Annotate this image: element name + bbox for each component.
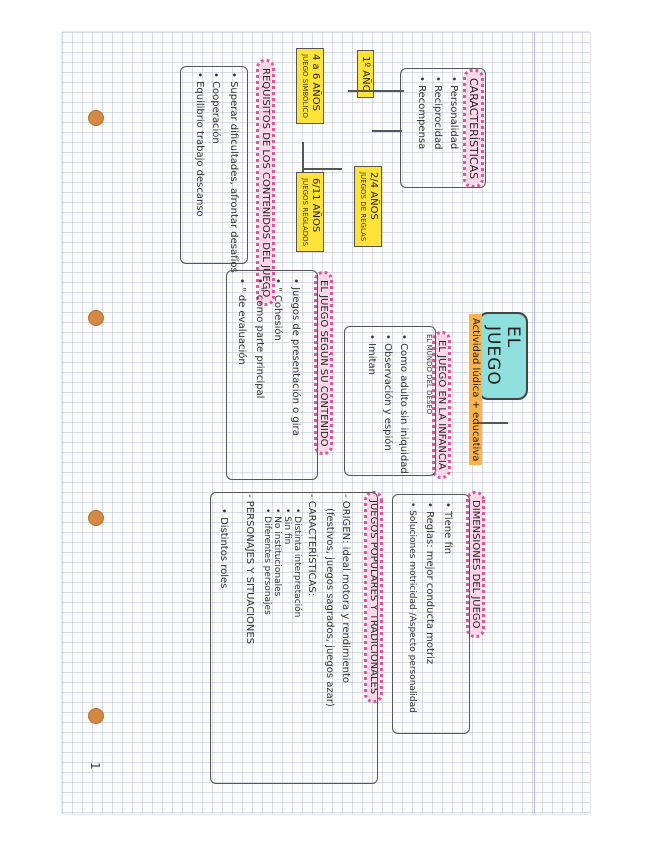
populares-roles: • Distintos roles [218, 508, 229, 589]
dimensiones-item: • Tiene fin [442, 502, 453, 555]
binder-hole [88, 510, 104, 526]
edad-4-6-label: 4 a 6 AÑOS [310, 54, 321, 111]
connector [372, 130, 402, 132]
requisitos-heading: REQUISITOS DE LOS CONTENIDOS DEL JUEGO [258, 6, 273, 359]
connector [302, 142, 304, 192]
contenido-item: • " Cohesión [272, 278, 283, 341]
contenido-heading: EL JUEGO SEGÚN SU CONTENIDO [316, 232, 331, 494]
binder-hole [88, 708, 104, 724]
dimensiones-box [392, 494, 470, 734]
infancia-item: • Observación y espión [382, 334, 393, 451]
edad-6-11-box: 6/11 AÑOS JUEGOS REGLADOS [296, 172, 324, 253]
connector [348, 90, 404, 92]
edad-4-6-sub: JUEGO SIMBÓLICO [301, 54, 309, 118]
contenido-box [226, 270, 318, 480]
connector [478, 422, 508, 424]
dimensiones-item: • Soluciones motricidad /Aspecto persona… [407, 502, 417, 713]
requisitos-item: • Superar dificultades, afrontar desafío… [228, 72, 239, 273]
caracteristicas-box [400, 68, 486, 188]
edad-6-11-sub: JUEGOS REGLADOS [301, 178, 309, 247]
binder-hole [88, 310, 104, 326]
subtitle-highlight: Actividad lúdica + educativa [469, 314, 482, 466]
notebook-page: EL JUEGO Actividad lúdica + educativa CA… [62, 6, 590, 814]
edad-2-4-sub: JUEGOS DE REGLAS [359, 172, 367, 242]
caracteristicas-item: • Personalidad [448, 76, 459, 150]
caracteristicas-item: • Recompensa [416, 76, 427, 150]
infancia-box [344, 326, 436, 476]
dimensiones-heading: DIMENSIONES DEL JUEGO [468, 461, 483, 667]
edad-2-4-box: 2/4 AÑOS JUEGOS DE REGLAS [354, 166, 382, 248]
requisitos-item: • Cooperación [210, 72, 221, 144]
infancia-item: • Imitan [366, 334, 377, 375]
populares-box [210, 492, 378, 784]
caracteristicas-item: • Reciprocidad [432, 76, 443, 150]
requisitos-item: • Equilibrio trabajo descanso [194, 72, 205, 217]
edad-6-11-label: 6/11 AÑOS [310, 178, 321, 233]
main-title: EL JUEGO [478, 312, 528, 400]
contenido-item: • " de evaluación [236, 278, 247, 365]
page-number: 1 [88, 762, 102, 770]
dimensiones-item: • Reglas: mejor conducta motriz [424, 502, 435, 665]
contenido-item: • Juegos de presentación o gira [290, 278, 301, 436]
edad-2-4-label: 2/4 AÑOS [368, 172, 379, 220]
margin-line [534, 32, 535, 814]
infancia-heading: EL JUEGO EN LA INFANCIA [434, 301, 449, 509]
edad-4-6-box: 4 a 6 AÑOS JUEGO SIMBÓLICO [296, 48, 324, 124]
binder-hole [88, 110, 104, 126]
infancia-item: • Como adulto sin iniquidad [398, 334, 409, 474]
requisitos-box [180, 66, 248, 264]
contenido-item: • " como parte principal [254, 278, 265, 399]
connector [302, 168, 342, 170]
